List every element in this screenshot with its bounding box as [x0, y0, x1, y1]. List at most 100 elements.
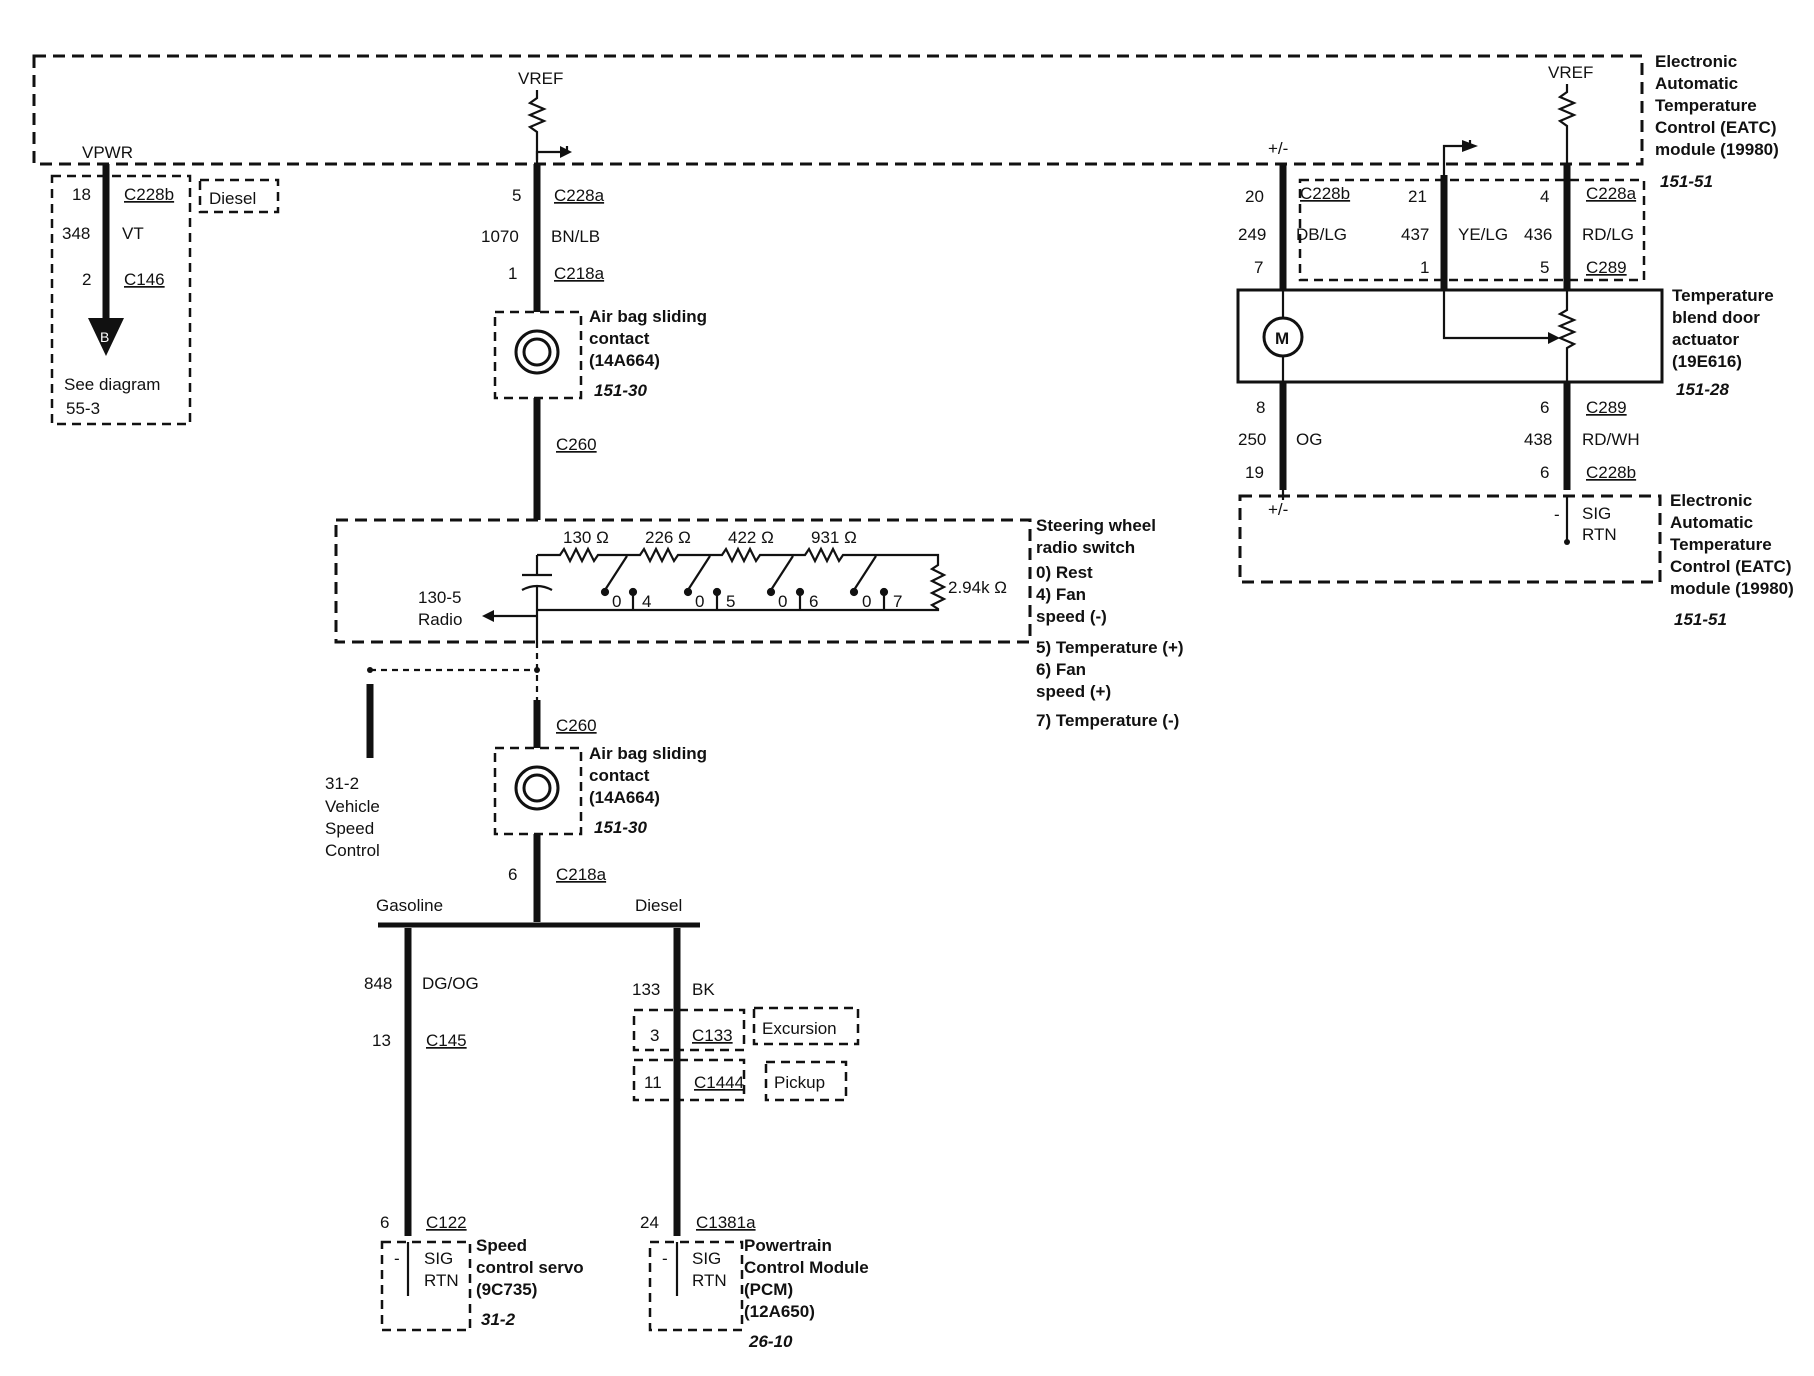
pcm-box	[648, 1240, 744, 1332]
right-bottom-w3-pin-c228-label: 6	[1540, 463, 1549, 482]
right-top-w2-circuit-label: 437	[1401, 225, 1429, 244]
modules-eatc-bottom-lines-4-label: module (19980)	[1670, 579, 1794, 598]
modules-blend-door-lines-3-label: (19E616)	[1672, 352, 1742, 371]
modules-pcm-lines-2-label: (PCM)	[744, 1280, 793, 1299]
center-wire-conn1-label: C228a	[554, 186, 605, 205]
right-top-w2-pin-label: 21	[1408, 187, 1427, 206]
left-branch-conn-top-label: C228b	[124, 185, 174, 204]
center-wire-pin5-label: 6	[508, 865, 517, 884]
eatc-module-bottom: +/- - SIG RTN Electronic Automatic Tempe…	[1238, 491, 1794, 629]
center-wire-conn4-label: C260	[556, 716, 597, 735]
c228-connector-box	[1298, 178, 1646, 282]
vref-right-label: VREF	[1548, 63, 1593, 82]
modules-steering-switch-functions-3-label: 5) Temperature (+)	[1036, 638, 1184, 657]
eatc-module-top	[32, 54, 1644, 166]
modules-steering-switch-functions-0-label: 0) Rest	[1036, 563, 1093, 582]
right-bottom-w3-circuit-label: 438	[1524, 430, 1552, 449]
modules-speed-servo-lines-0-label: Speed	[476, 1236, 527, 1255]
steering-switch: Steering wheel radio switch 0) Rest 4) F…	[334, 516, 1184, 730]
modules-airbag-upper-lines-0-label: Air bag sliding	[589, 307, 707, 326]
modules-steering-switch-functions-4-label: 6) Fan	[1036, 660, 1086, 679]
left-branch-pin-top-label: 18	[72, 185, 91, 204]
vehicle-speed-lines-2-label: Control	[325, 841, 380, 860]
right-bottom-w1-color-label: OG	[1296, 430, 1322, 449]
arrow-b-icon	[88, 318, 124, 356]
right-top-w3-circuit-label: 436	[1524, 225, 1552, 244]
split-bus: Gasoline Diesel	[376, 896, 700, 928]
switch-contacts-2-label: 0	[695, 592, 704, 611]
right-bottom-w3-conn-c289-label: C289	[1586, 398, 1627, 417]
modules-eatc-top-lines-4-label: module (19980)	[1655, 140, 1779, 159]
switch-radio-label: Radio	[418, 610, 462, 629]
gas-branch-pin1-label: 13	[372, 1031, 391, 1050]
center-wire-pin1-label: 5	[512, 186, 521, 205]
modules-pcm-lines-3-label: (12A650)	[744, 1302, 815, 1321]
diesel-branch-minus-label: -	[662, 1249, 668, 1268]
left-connector-box	[50, 174, 192, 426]
right-top-w2-color-label: YE/LG	[1458, 225, 1508, 244]
modules-steering-switch-functions-6-label: 7) Temperature (-)	[1036, 711, 1179, 730]
right-bottom-w3-color-label: RD/WH	[1582, 430, 1640, 449]
switch-end-resistor-label: 2.94k Ω	[948, 578, 1007, 597]
modules-blend-door-lines-2-label: actuator	[1672, 330, 1739, 349]
right-bottom-rtn-label: RTN	[1582, 525, 1617, 544]
vehicle-speed-lines-0-label: Vehicle	[325, 797, 380, 816]
modules-airbag-lower-ref-label: 151-30	[594, 818, 647, 837]
vehicle-speed-ref-label: 31-2	[325, 774, 359, 793]
vpwr-branch: VPWR Diesel B 18 C228b 348 VT 2 C146 See…	[50, 143, 280, 426]
modules-speed-servo-ref-label: 31-2	[481, 1310, 516, 1329]
excursion-tag-box	[752, 1006, 860, 1046]
switch-contacts-1-label: 4	[642, 592, 651, 611]
modules-eatc-top-lines-1-label: Automatic	[1655, 74, 1738, 93]
left-branch-arrow-letter-label: B	[100, 329, 109, 345]
modules-eatc-top-lines-0-label: Electronic	[1655, 52, 1737, 71]
modules-eatc-bottom-lines-1-label: Automatic	[1670, 513, 1753, 532]
switch-contacts-3-label: 5	[726, 592, 735, 611]
diesel-branch-pickup-label: Pickup	[774, 1073, 825, 1092]
diesel-branch-circuit-label: 133	[632, 980, 660, 999]
center-wire-color-label: BN/LB	[551, 227, 600, 246]
airbag-lower-box	[493, 746, 583, 836]
gas-branch-conn1-label: C145	[426, 1031, 467, 1050]
center-wire-conn2-label: C218a	[554, 264, 605, 283]
radio-arrow-icon	[482, 610, 494, 622]
modules-blend-door-lines-1-label: blend door	[1672, 308, 1760, 327]
right-bottom-w1-pin-c228-label: 19	[1245, 463, 1264, 482]
diesel-tag-box	[198, 178, 280, 214]
right-top-w1-pin-label: 20	[1245, 187, 1264, 206]
gas-branch-rtn-label: RTN	[424, 1271, 459, 1290]
left-branch-see-label: See diagram	[64, 375, 160, 394]
modules-blend-door-ref-label: 151-28	[1676, 380, 1729, 399]
right-top-w1-color-label: DB/LG	[1296, 225, 1347, 244]
center-wire-pin2-label: 1	[508, 264, 517, 283]
vehicle-speed-tap: 31-2 Vehicle Speed Control	[325, 642, 540, 860]
diesel-branch-sig-label: SIG	[692, 1249, 721, 1268]
modules-pcm-ref-label: 26-10	[748, 1332, 793, 1351]
right-bottom-sig-label: SIG	[1582, 504, 1611, 523]
gas-branch-sig-label: SIG	[424, 1249, 453, 1268]
right-top-w3-pin-c289-label: 5	[1540, 258, 1549, 277]
diesel-branch-rtn-label: RTN	[692, 1271, 727, 1290]
speed-servo-box	[380, 1240, 472, 1332]
right-top-wires: VREF +/- 20 C228b 249 DB/LG 7 21 437 YE/…	[1238, 63, 1646, 290]
right-bottom-w1-circuit-label: 250	[1238, 430, 1266, 449]
right-top-motor-label: M	[1275, 329, 1289, 348]
blend-door-actuator: M Temperature blend door actuator (19E61…	[1236, 286, 1774, 399]
modules-steering-switch-functions-5-label: speed (+)	[1036, 682, 1111, 701]
right-bottom-w1-pin-c289-label: 8	[1256, 398, 1265, 417]
modules-blend-door-lines-0-label: Temperature	[1672, 286, 1774, 305]
eatc-module-top-label: Electronic Automatic Temperature Control…	[1655, 52, 1779, 191]
gas-branch-circuit-label: 848	[364, 974, 392, 993]
right-top-w1-conn-label: C228b	[1300, 184, 1350, 203]
switch-contacts-6-label: 0	[862, 592, 871, 611]
modules-airbag-lower-lines-1-label: contact	[589, 766, 650, 785]
modules-airbag-upper-lines-2-label: (14A664)	[589, 351, 660, 370]
split-gasoline-label: Gasoline	[376, 896, 443, 915]
clockspring-upper-icon	[514, 329, 560, 375]
right-top-w3-conn-c289-label: C289	[1586, 258, 1627, 277]
gas-branch-conn2-label: C122	[426, 1213, 467, 1232]
right-top-w1-circuit-label: 249	[1238, 225, 1266, 244]
diesel-branch-pin-pick-label: 11	[644, 1073, 662, 1092]
switch-resistors-1-label: 226 Ω	[645, 528, 691, 547]
center-wire-conn5-label: C218a	[556, 865, 607, 884]
